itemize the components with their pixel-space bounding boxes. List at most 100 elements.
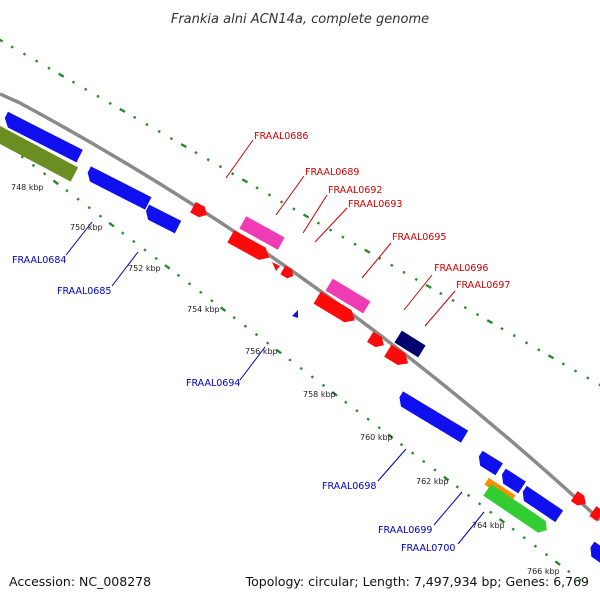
track-dot: [210, 299, 214, 303]
accession-text: Accession: NC_008278: [9, 574, 151, 589]
track-dot: [255, 186, 259, 190]
track-dot: [108, 221, 115, 228]
gene-feature-navy[interactable]: [394, 330, 426, 358]
gene-feature-blue[interactable]: [586, 541, 600, 564]
gene-feature-red[interactable]: [384, 344, 412, 370]
track-dot: [42, 172, 47, 176]
gene-feature-magenta[interactable]: [239, 216, 285, 250]
track-dot: [451, 298, 455, 303]
gene-label[interactable]: FRAAL0694: [186, 378, 240, 389]
gene-feature-green[interactable]: [483, 484, 551, 536]
map-title: Frankia alni ACN14a, complete genome: [171, 12, 429, 27]
gene-feature-red[interactable]: [190, 201, 210, 220]
gene-feature-magenta[interactable]: [325, 278, 371, 314]
track-dot: [145, 122, 149, 127]
track-dot: [402, 270, 406, 274]
track-dot: [96, 94, 100, 98]
gene-feature-red[interactable]: [227, 230, 272, 264]
track-dot: [310, 375, 314, 379]
track-dot: [573, 369, 578, 373]
track-dot: [76, 197, 80, 201]
gene-feature-red[interactable]: [313, 291, 359, 327]
gene-label[interactable]: FRAAL0685: [57, 286, 111, 297]
gene-feature-red[interactable]: [367, 331, 387, 351]
label-leaders: [65, 139, 485, 545]
track-dot: [218, 165, 223, 169]
gene-feature-blue[interactable]: [143, 204, 182, 234]
gene-label[interactable]: FRAAL0689: [305, 167, 359, 178]
tick-label: 760 kbp: [360, 433, 393, 442]
track-dot: [232, 316, 236, 320]
gene-label[interactable]: FRAAL0696: [434, 263, 488, 274]
gene-feature-olive[interactable]: [0, 122, 79, 182]
gene-label[interactable]: FRAAL0686: [254, 131, 308, 142]
track-dot: [512, 334, 516, 338]
track-dot: [164, 264, 171, 270]
track-dot: [466, 493, 471, 498]
gene-label[interactable]: FRAAL0692: [328, 185, 382, 196]
dotted-tracks: [0, 37, 600, 582]
gene-label[interactable]: FRAAL0695: [392, 232, 446, 243]
track-dot: [544, 552, 549, 557]
track-dot: [254, 332, 259, 337]
track-dot: [288, 358, 292, 362]
gene-label[interactable]: FRAAL0700: [401, 543, 455, 554]
track-dot: [586, 376, 590, 380]
gene-feature-red[interactable]: [589, 506, 600, 522]
track-dot: [206, 158, 210, 162]
gene-feature-blue-small[interactable]: [292, 310, 298, 318]
gene-feature-blue[interactable]: [396, 391, 469, 443]
track-dot: [176, 273, 181, 278]
track-dot: [275, 348, 282, 355]
track-dot: [180, 143, 187, 149]
track-dot: [157, 129, 161, 134]
track-dot: [366, 417, 370, 421]
track-dot: [554, 560, 561, 566]
gene-label[interactable]: FRAAL0697: [456, 280, 510, 291]
track-dot: [52, 179, 59, 186]
track-dot: [299, 366, 303, 371]
track-dot: [243, 324, 248, 328]
gene-feature-blue[interactable]: [2, 111, 83, 163]
track-dot: [411, 451, 415, 455]
track-dot: [47, 66, 51, 70]
gene-label[interactable]: FRAAL0698: [322, 481, 376, 492]
track-dot: [121, 231, 125, 235]
gene-features: [0, 111, 600, 564]
track-dot: [511, 527, 515, 531]
tick-labels: 748 kbp 750 kbp 752 kbp 754 kbp 756 kbp …: [11, 183, 560, 576]
track-dot: [498, 518, 506, 524]
track-dot: [231, 172, 235, 176]
track-dot: [524, 341, 529, 345]
track-dot: [266, 341, 270, 345]
track-dot: [292, 207, 296, 211]
track-dot: [267, 193, 272, 197]
track-dot: [331, 391, 338, 397]
genome-backbone: [0, 92, 600, 522]
track-dot: [355, 409, 359, 413]
reverse-gene-labels: FRAAL0684 FRAAL0685 FRAAL0694 FRAAL0698 …: [12, 255, 455, 554]
gene-label[interactable]: FRAAL0693: [348, 199, 402, 210]
track-dot: [0, 37, 4, 43]
gene-feature-blue[interactable]: [475, 450, 503, 476]
tick-label: 756 kbp: [245, 347, 278, 356]
gene-feature-blue[interactable]: [519, 485, 564, 523]
track-dot: [199, 290, 203, 294]
track-dot: [425, 283, 432, 289]
gene-feature-red[interactable]: [280, 265, 295, 281]
track-dot: [486, 319, 493, 325]
gene-feature-blue[interactable]: [85, 166, 152, 210]
gene-feature-red-small[interactable]: [272, 262, 280, 271]
track-dot: [119, 107, 126, 113]
track-dot: [31, 163, 36, 168]
track-dot: [414, 277, 418, 282]
track-dot: [133, 115, 137, 120]
track-dot: [567, 569, 571, 574]
gene-label[interactable]: FRAAL0684: [12, 255, 66, 266]
gene-feature-blue[interactable]: [498, 468, 526, 494]
gene-feature-red[interactable]: [570, 491, 589, 509]
gene-label[interactable]: FRAAL0699: [378, 525, 432, 536]
track-dot: [22, 52, 27, 56]
track-dot: [241, 178, 249, 184]
